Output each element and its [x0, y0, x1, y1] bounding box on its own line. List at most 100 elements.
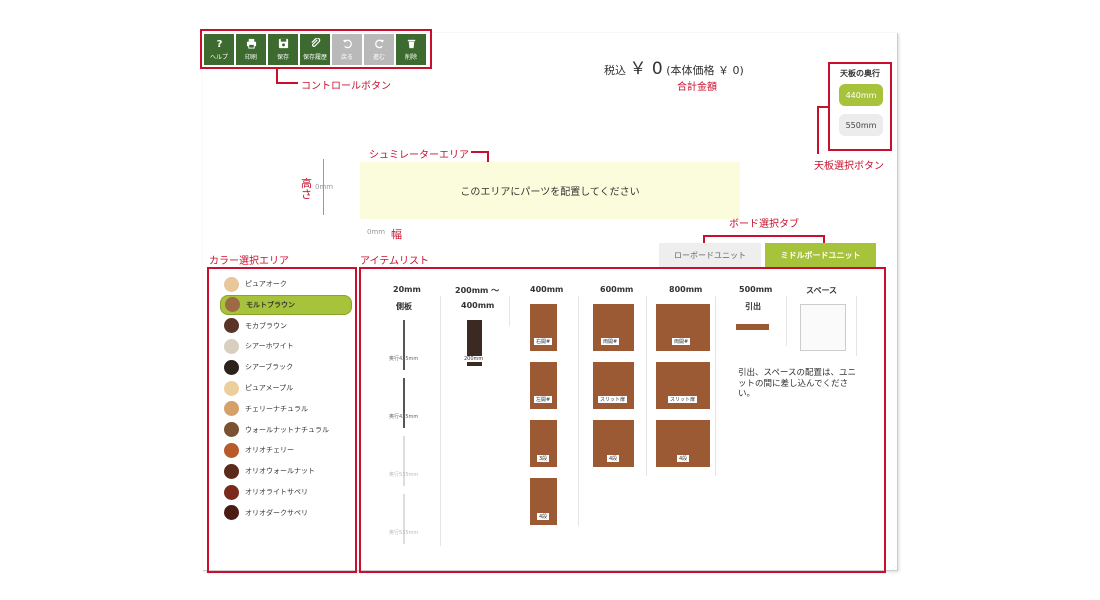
color-option[interactable]: ピュアオーク	[220, 274, 352, 294]
color-swatch	[225, 297, 240, 313]
color-option[interactable]: モルトブラウン	[220, 294, 352, 315]
side-panel-item[interactable]	[403, 378, 405, 428]
annotation-line-depth-v	[817, 106, 819, 154]
col6-title: 引出	[745, 302, 761, 311]
height-ruler	[323, 159, 324, 215]
help-icon: ?	[216, 39, 222, 49]
col2-size-a: 200mm 〜	[455, 286, 500, 295]
color-option[interactable]: モカブラウン	[220, 316, 352, 336]
delete-button[interactable]: 削除	[396, 34, 426, 65]
annotation-height: 高さ	[301, 177, 312, 201]
price-amount: ￥ 0	[629, 59, 663, 79]
col5-size: 800mm	[669, 285, 703, 294]
color-swatch	[224, 276, 239, 292]
column-separator	[578, 296, 579, 526]
annotation-total: 合計金額	[677, 82, 717, 93]
height-value: 0mm	[315, 183, 334, 191]
annotation-line-sim	[471, 151, 489, 153]
tab-mid-board[interactable]: ミドルボードユニット	[765, 243, 876, 268]
annotation-line-tab-l	[703, 235, 705, 243]
color-option[interactable]: オリオウォールナット	[220, 461, 352, 481]
unit-label: スリット扉	[598, 396, 628, 403]
col2-size-b: 400mm	[461, 301, 495, 310]
column-separator	[856, 296, 857, 356]
tab-low-board[interactable]: ローボードユニット	[659, 243, 761, 268]
color-option[interactable]: オリオライトサペリ	[220, 482, 352, 502]
unit-label: 4段	[607, 455, 620, 462]
unit-label: 3段	[537, 455, 550, 462]
color-swatch	[224, 442, 239, 458]
side-panel-label: 奥行425mm	[389, 414, 419, 420]
color-option[interactable]: オリオチェリー	[220, 440, 352, 460]
control-toolbar: ? ヘルプ 印刷 保存 保存履歴 戻る 進む 削除	[204, 34, 426, 65]
unit-label: 両開#	[672, 338, 691, 345]
redo-button[interactable]: 進む	[364, 34, 394, 65]
undo-icon	[342, 39, 352, 49]
annotation-line-sim-v	[487, 151, 489, 163]
save-history-button[interactable]: 保存履歴	[300, 34, 330, 65]
col4-size: 600mm	[600, 285, 634, 294]
annotation-line-control	[276, 69, 278, 83]
color-label: シアーホワイト	[245, 342, 294, 351]
color-label: ピュアメープル	[245, 384, 294, 392]
color-option[interactable]: オリオダークサペリ	[220, 503, 352, 523]
color-option[interactable]: ピュアメープル	[220, 378, 352, 398]
color-option[interactable]: シアーブラック	[220, 357, 352, 377]
annotation-depth: 天板選択ボタン	[814, 161, 884, 172]
price-base: (本体価格 ￥ 0)	[666, 64, 744, 77]
print-icon	[246, 38, 256, 49]
color-swatch	[224, 401, 239, 417]
unit-label: 両開#	[601, 338, 620, 345]
column-separator	[440, 296, 441, 546]
undo-button[interactable]: 戻る	[332, 34, 362, 65]
color-label: オリオチェリー	[245, 446, 294, 455]
drawer-item[interactable]	[736, 324, 769, 330]
trash-icon	[407, 39, 415, 49]
simulator-area[interactable]: このエリアにパーツを配置してください	[360, 162, 740, 219]
shelf-piece-label: 200mm	[462, 356, 486, 362]
save-button[interactable]: 保存	[268, 34, 298, 65]
side-panel-item[interactable]	[403, 436, 405, 486]
annotation-line-tab-r	[823, 235, 825, 243]
color-option[interactable]: ウォールナットナチュラル	[220, 420, 352, 440]
side-panel-label: 奥行425mm	[389, 356, 419, 362]
side-panel-item[interactable]	[403, 494, 405, 544]
annotation-box-color	[207, 267, 357, 573]
undo-label: 戻る	[340, 54, 353, 61]
unit-label: スリット扉	[668, 396, 698, 403]
color-option[interactable]: チェリーナチュラル	[220, 399, 352, 419]
color-swatch	[224, 359, 239, 375]
history-icon	[310, 38, 320, 47]
shelf-piece-item[interactable]	[467, 320, 482, 366]
unit-label: 4段	[677, 455, 690, 462]
print-button[interactable]: 印刷	[236, 34, 266, 65]
side-panel-label: 奥行535mm	[389, 472, 419, 478]
annotation-line-control-h	[276, 82, 298, 84]
color-option[interactable]: シアーホワイト	[220, 336, 352, 356]
color-swatch	[224, 422, 239, 438]
annotation-box-depth	[828, 62, 892, 151]
save-history-label: 保存履歴	[302, 54, 327, 61]
depth-550-button[interactable]: 550mm	[839, 114, 883, 136]
side-panel-item[interactable]	[403, 320, 405, 370]
column-separator	[786, 296, 787, 346]
help-button[interactable]: ? ヘルプ	[204, 34, 234, 65]
color-label: モルトブラウン	[246, 300, 295, 309]
width-value: 0mm	[367, 228, 386, 236]
color-label: ウォールナットナチュラル	[245, 425, 329, 434]
color-label: チェリーナチュラル	[245, 404, 308, 413]
annotation-simulator: シュミレーターエリア	[369, 150, 469, 161]
save-icon	[278, 38, 288, 49]
color-label: シアーブラック	[245, 363, 294, 372]
column-separator	[646, 296, 647, 476]
depth-440-button[interactable]: 440mm	[839, 84, 883, 106]
redo-icon	[374, 39, 384, 49]
save-label: 保存	[276, 54, 289, 61]
side-panel-label: 奥行535mm	[389, 530, 419, 536]
space-item[interactable]	[800, 304, 846, 351]
annotation-line-depth	[817, 106, 828, 108]
annotation-line-tab	[703, 235, 825, 237]
annotation-control: コントロールボタン	[301, 81, 391, 92]
svg-text:?: ?	[216, 39, 222, 49]
color-swatch	[224, 338, 239, 354]
